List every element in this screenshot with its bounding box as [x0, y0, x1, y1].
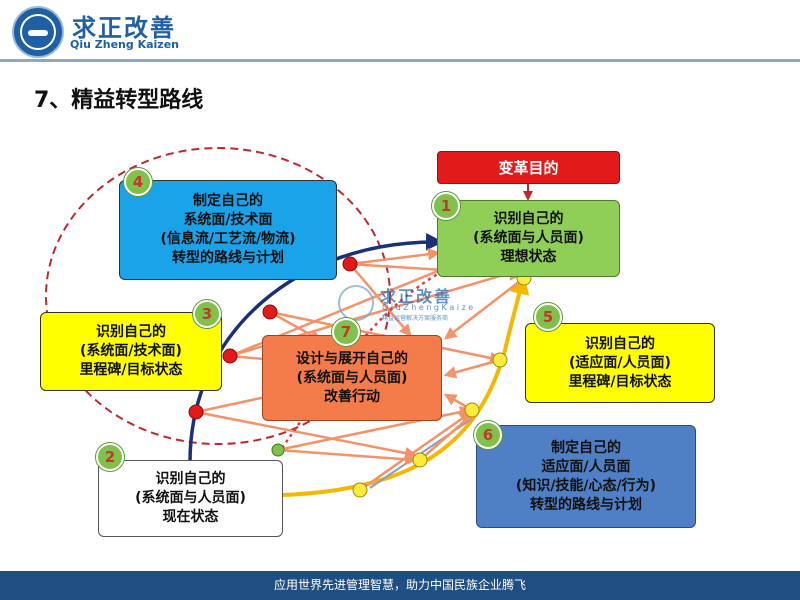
milestone-dot-red — [188, 404, 204, 420]
watermark-logo-icon — [338, 285, 374, 321]
box-line: (系统面与人员面) — [135, 490, 246, 506]
milestone-dot-red — [342, 256, 358, 272]
goal-box: 变革目的 — [437, 151, 620, 184]
arrow — [419, 410, 477, 461]
box-line: (系统面/技术面) — [80, 343, 182, 359]
badge-6: 6 — [474, 421, 502, 449]
watermark: 求正改善 Q i u Z h e n g K a i z e n 精益运营解决方… — [338, 283, 478, 323]
box-line: 识别自己的 — [493, 211, 564, 227]
milestone-dot-yellow — [464, 402, 480, 418]
box-ideal-state: 识别自己的 (系统面与人员面) 理想状态 — [437, 200, 620, 277]
box-line: 制定自己的 — [193, 193, 263, 209]
milestone-dot-red — [262, 304, 278, 320]
milestone-dot-yellow — [412, 452, 428, 468]
box-line: (系统面与人员面) — [296, 369, 408, 386]
page-title: 7、精益转型路线 — [34, 88, 204, 113]
box-line: (知识/技能/心态/行为) — [515, 477, 657, 494]
box-line: 制定自己的 — [551, 439, 621, 456]
box-line: (系统面与人员面) — [473, 230, 584, 246]
milestone-dot-yellow — [492, 352, 508, 368]
arrow — [195, 410, 418, 460]
scope-dashed-circle — [45, 147, 391, 445]
arrow — [443, 358, 501, 379]
badge-2: 2 — [96, 443, 124, 471]
box-people-milestone: 识别自己的 (适应面/人员面) 里程碑/目标状态 — [525, 323, 715, 403]
box-system-roadmap: 制定自己的 系统面/技术面 (信息流/工艺流/物流) 转型的路线与计划 — [119, 180, 337, 280]
badge-4: 4 — [124, 168, 152, 196]
box-line: 适应面/人员面 — [541, 458, 631, 475]
brand-name-cn: 求正改善 — [72, 14, 176, 42]
badge-7: 7 — [332, 318, 360, 346]
footer-slogan: 应用世界先进管理智慧，助力中国民族企业腾飞 — [0, 571, 800, 600]
box-line: 识别自己的 — [585, 335, 655, 352]
box-line: 系统面/技术面 — [183, 212, 273, 228]
people-path-curve — [281, 274, 530, 497]
header: 求正改善 Qiu Zheng Kaizen — [0, 0, 800, 62]
box-line: 识别自己的 — [96, 324, 166, 340]
arrow — [195, 390, 278, 414]
arrow — [349, 248, 441, 266]
box-line: 转型的路线与计划 — [172, 250, 284, 266]
box-current-state: 识别自己的 (系统面与人员面) 现在状态 — [98, 460, 283, 537]
badge-3: 3 — [193, 300, 221, 328]
watermark-sub: 精益运营解决方案服务商 — [382, 315, 449, 322]
arrow — [359, 411, 473, 492]
arrow — [277, 448, 418, 466]
box-line: 现在状态 — [162, 509, 219, 525]
box-line: (信息流/工艺流/物流) — [160, 231, 296, 247]
milestone-dot-green — [271, 443, 285, 457]
box-improvement-action: 设计与展开自己的 (系统面与人员面) 改善行动 — [262, 335, 442, 421]
watermark-en: Q i u Z h e n g K a i z e n — [382, 303, 474, 321]
badge-1: 1 — [432, 192, 460, 220]
box-system-milestone: 识别自己的 (系统面/技术面) 里程碑/目标状态 — [40, 312, 222, 391]
watermark-cn: 求正改善 — [380, 287, 453, 306]
box-people-roadmap: 制定自己的 适应面/人员面 (知识/技能/心态/行为) 转型的路线与计划 — [476, 425, 696, 528]
arrow — [349, 263, 412, 337]
box-line: 转型的路线与计划 — [530, 496, 642, 513]
badge-5: 5 — [534, 303, 562, 331]
box-line: (适应面/人员面) — [569, 354, 671, 371]
brand-name-en: Qiu Zheng Kaizen — [70, 38, 179, 51]
box-line: 改善行动 — [324, 388, 380, 405]
logo-icon — [12, 6, 64, 58]
arrow — [444, 277, 525, 340]
header-divider — [0, 59, 800, 62]
box-line: 里程碑/目标状态 — [568, 373, 672, 390]
milestone-dot-red — [222, 348, 238, 364]
box-line: 里程碑/目标状态 — [79, 362, 183, 378]
box-line: 设计与展开自己的 — [296, 350, 408, 367]
milestone-dot-yellow — [352, 482, 368, 498]
box-line: 理想状态 — [500, 249, 557, 265]
box-line: 识别自己的 — [155, 471, 226, 487]
